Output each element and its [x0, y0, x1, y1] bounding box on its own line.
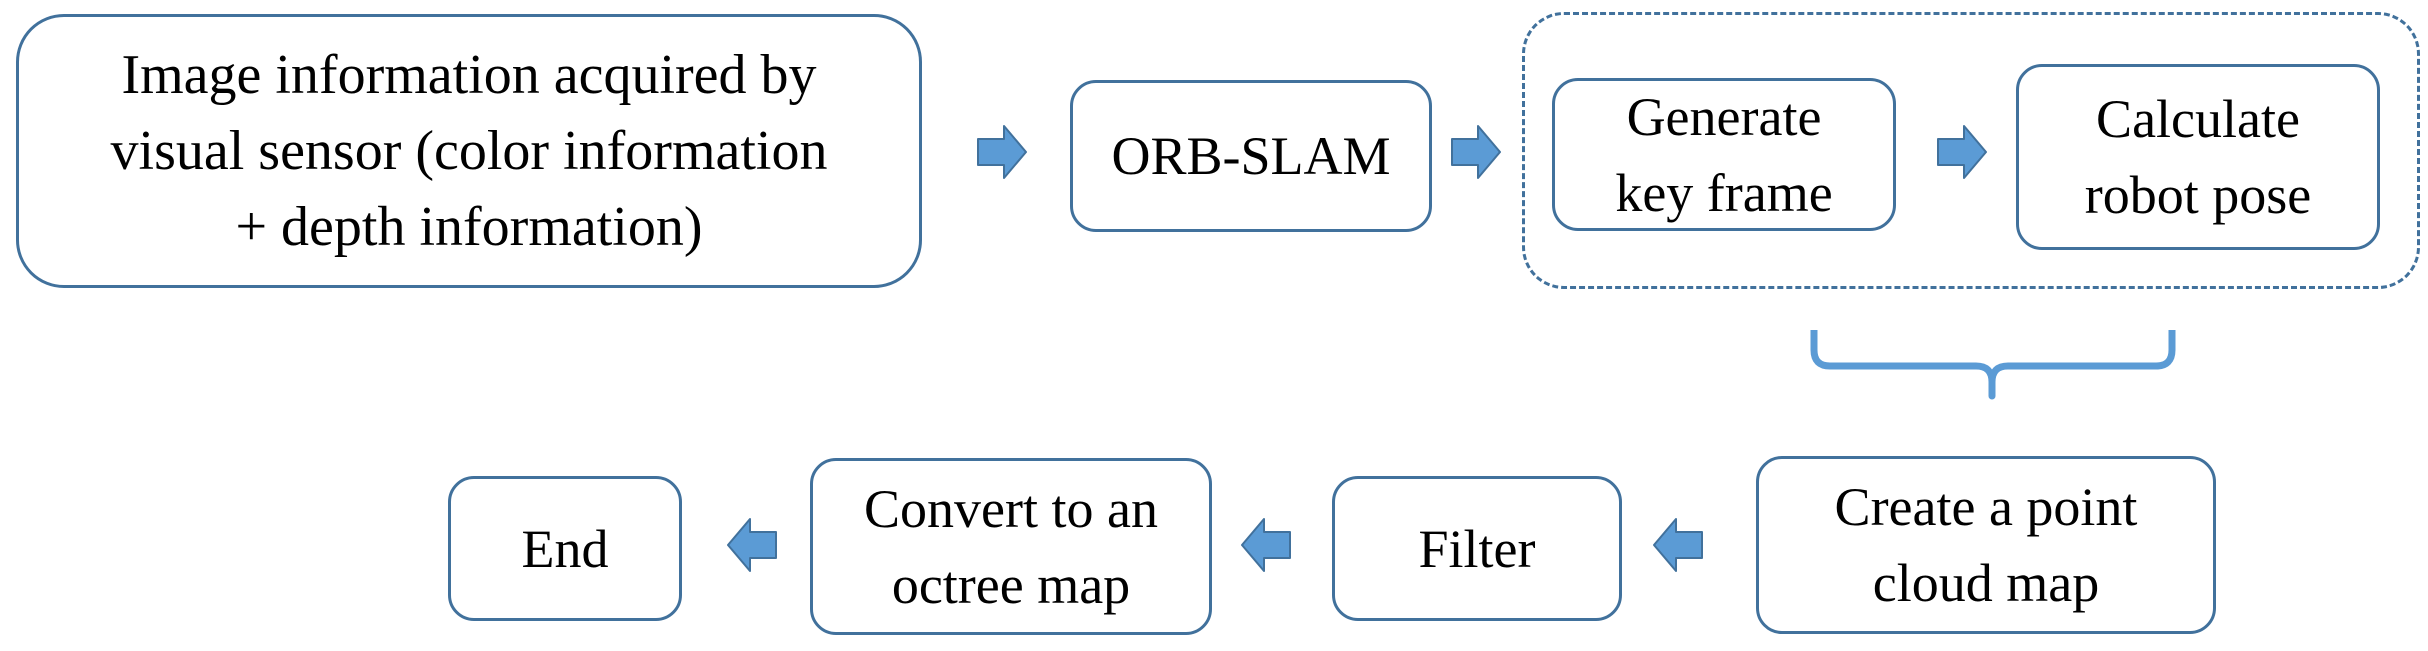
node-filter: Filter — [1332, 476, 1622, 621]
node-create-point-cloud-map: Create a point cloud map — [1756, 456, 2216, 634]
block-arrow-icon — [1451, 125, 1501, 179]
block-arrow-icon — [1241, 518, 1291, 572]
block-arrow-icon — [1937, 125, 1987, 179]
group-slam-process — [1522, 12, 2420, 289]
curly-brace-icon — [1810, 330, 2176, 400]
block-arrow-icon — [727, 518, 777, 572]
block-arrow-icon — [1653, 518, 1703, 572]
node-image-information: Image information acquired by visual sen… — [16, 14, 922, 288]
node-calculate-robot-pose: Calculate robot pose — [2016, 64, 2380, 250]
node-end: End — [448, 476, 682, 621]
node-convert-octree-map: Convert to an octree map — [810, 458, 1212, 635]
node-generate-key-frame: Generate key frame — [1552, 78, 1896, 231]
block-arrow-icon — [977, 125, 1027, 179]
node-orb-slam: ORB-SLAM — [1070, 80, 1432, 232]
